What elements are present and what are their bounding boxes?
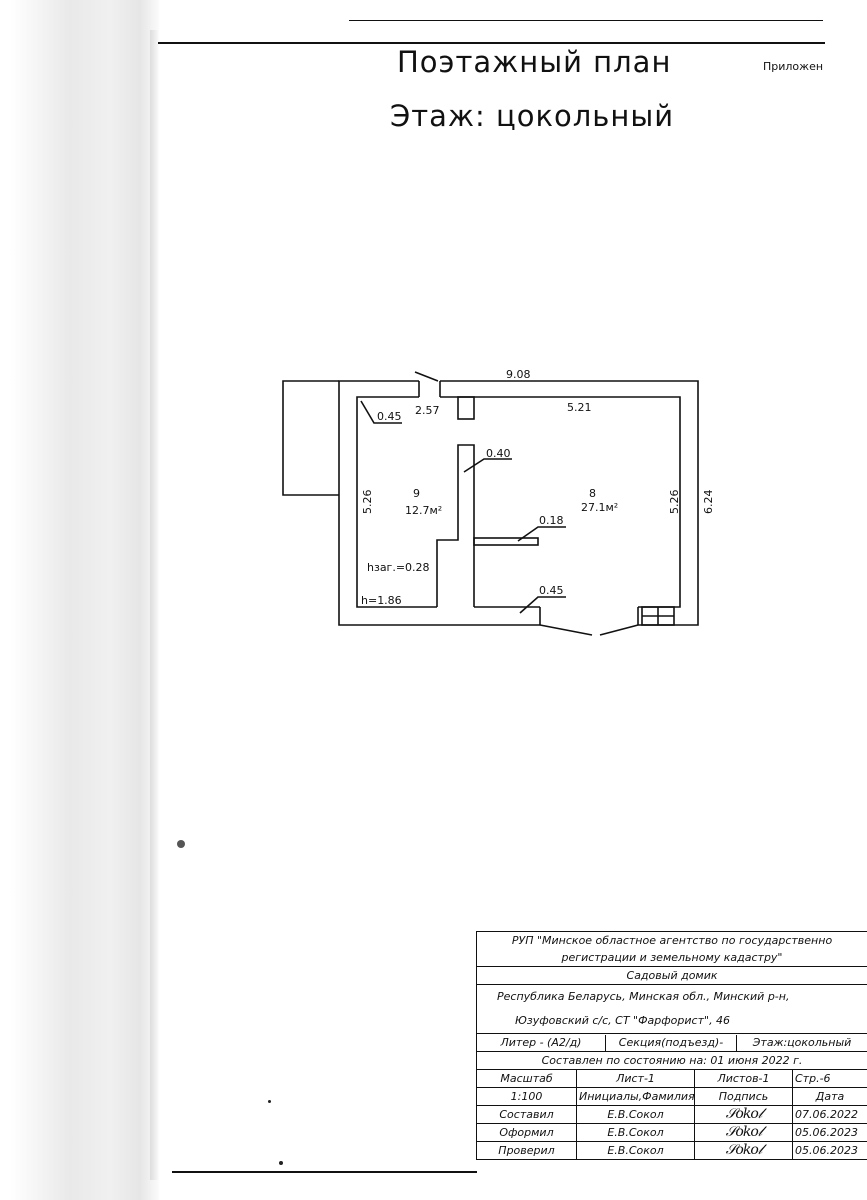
stamp-object: Садовый домик xyxy=(475,966,867,985)
stamp-header-sheets: Листов-1 xyxy=(694,1069,793,1088)
dim-overall-width: 9.08 xyxy=(506,368,531,381)
depth-label: hзаг.=0.28 xyxy=(367,561,430,574)
bottom-frame-line xyxy=(172,1171,477,1173)
stamp-name: Е.В.Сокол xyxy=(576,1123,695,1142)
stamp-org: РУП "Минское областное агентство по госу… xyxy=(475,931,867,949)
dim-room9-width: 2.57 xyxy=(415,404,440,417)
door-bottom-right xyxy=(599,624,639,636)
scanned-page-edge xyxy=(0,0,160,1200)
door-bottom-left xyxy=(539,624,593,636)
room8-area: 27.1м² xyxy=(581,501,618,514)
stamp-date: 05.06.2023 xyxy=(791,1141,867,1160)
top-thin-line xyxy=(349,20,823,21)
dim-wall-045-top: 0.45 xyxy=(377,410,402,423)
stamp-date: 07.06.2022 xyxy=(791,1105,867,1124)
stamp-header-sheet: Лист-1 xyxy=(576,1069,695,1088)
title-block: РУП "Минское областное агентство по госу… xyxy=(475,931,867,1173)
door-top xyxy=(414,371,439,382)
top-frame-line xyxy=(158,42,825,44)
dim-wall-045-bottom: 0.45 xyxy=(539,584,564,597)
page-title: Поэтажный план xyxy=(397,45,672,79)
stamp-section: Секция(подъезд)- xyxy=(606,1034,737,1051)
signature: 𝒮𝑜𝑘𝑜𝓁 xyxy=(694,1105,793,1124)
dim-wall-018: 0.18 xyxy=(539,514,564,527)
stamp-role: Составил xyxy=(476,1105,577,1124)
room9-area: 12.7м² xyxy=(405,504,442,517)
dim-right-outer-height: 6.24 xyxy=(702,490,715,515)
stamp-col-signature: Подпись xyxy=(694,1087,793,1106)
inner-wall xyxy=(356,396,437,608)
stamp-liter: Литер - (А2/д) xyxy=(478,1034,606,1051)
stamp-col-name: Инициалы,Фамилия xyxy=(576,1087,695,1106)
stamp-name: Е.В.Сокол xyxy=(576,1105,695,1124)
height-label: h=1.86 xyxy=(361,594,402,607)
stamp-header-page: Стр.-6 xyxy=(791,1069,867,1088)
outer-wall xyxy=(338,380,540,626)
dim-wall-040: 0.40 xyxy=(486,447,511,460)
annex-outline xyxy=(282,380,339,496)
signature: 𝒮𝑜𝑘𝑜𝓁 xyxy=(694,1141,793,1160)
stamp-address-1: Республика Беларусь, Минская обл., Минск… xyxy=(475,984,867,1009)
partition-stub xyxy=(473,537,539,546)
dim-room8-width: 5.21 xyxy=(567,401,592,414)
room8-number: 8 xyxy=(589,487,596,500)
stamp-state-date: Составлен по состоянию на: 01 июня 2022 … xyxy=(475,1051,867,1070)
stamp-address-2: Юзуфовский с/с, СТ "Фарфорист", 46 xyxy=(475,1009,867,1034)
dim-right-inner-height: 5.26 xyxy=(668,490,681,515)
stamp-role: Проверил xyxy=(476,1141,577,1160)
room9-number: 9 xyxy=(413,487,420,500)
stamp-role: Оформил xyxy=(476,1123,577,1142)
stamp-scale-value: 1:100 xyxy=(476,1087,577,1106)
appendix-label: Приложен xyxy=(763,60,824,73)
partition-wall xyxy=(436,444,475,607)
scan-speck xyxy=(279,1161,283,1165)
scan-speck xyxy=(268,1100,271,1103)
stamp-org-2: регистрации и земельному кадастру" xyxy=(475,949,867,967)
stamp-date: 05.06.2023 xyxy=(791,1123,867,1142)
signature: 𝒮𝑜𝑘𝑜𝓁 xyxy=(694,1123,793,1142)
dim-left-height: 5.26 xyxy=(361,490,374,515)
scan-speck xyxy=(177,840,185,848)
column xyxy=(457,396,475,420)
stamp-col-date: Дата xyxy=(791,1087,867,1106)
stamp-floor: Этаж:цокольный xyxy=(752,1035,852,1049)
stamp-header-scale: Масштаб xyxy=(476,1069,577,1088)
floor-subtitle: Этаж: цокольный xyxy=(390,99,675,133)
stamp-name: Е.В.Сокол xyxy=(576,1141,695,1160)
